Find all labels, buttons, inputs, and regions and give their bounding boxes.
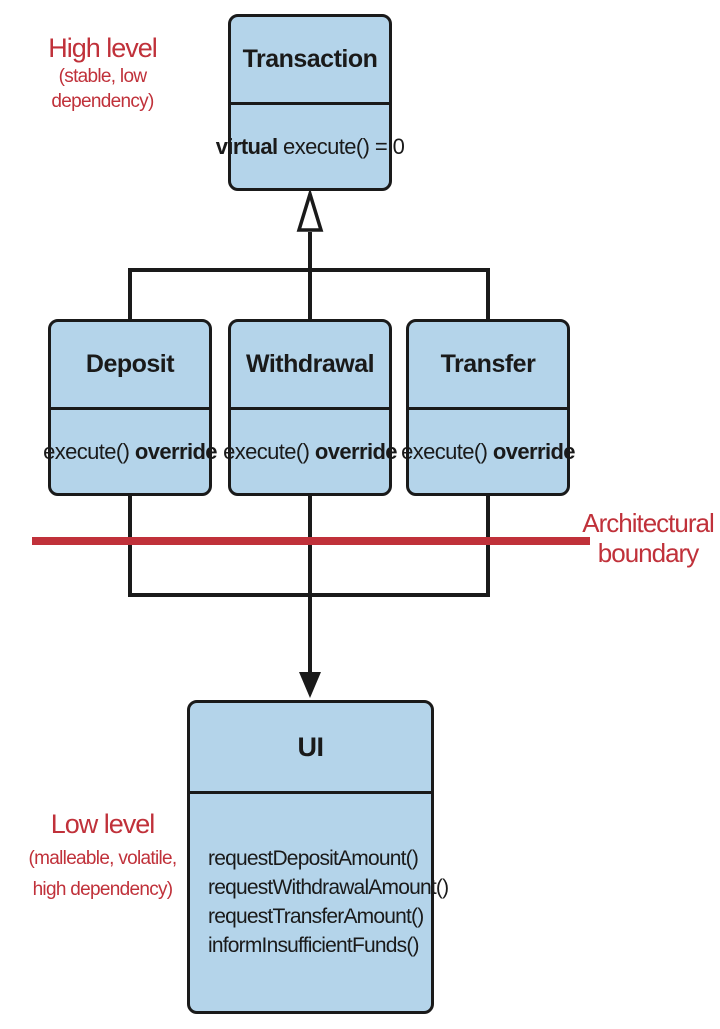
class-transaction-name: Transaction: [231, 17, 389, 105]
low-level-subtitle-1: (malleable, volatile,: [28, 848, 178, 869]
override-keyword: override: [314, 438, 398, 464]
method-inform-insufficient-funds: informInsufficientFunds(): [208, 934, 420, 957]
override-keyword: override: [492, 438, 576, 464]
class-transaction-method: virtual execute() = 0: [216, 105, 405, 188]
deposit-execute-signature: execute(): [43, 438, 135, 464]
inheritance-arrowhead: [296, 188, 324, 232]
class-ui-name: UI: [190, 703, 431, 794]
class-withdrawal-name: Withdrawal: [231, 322, 389, 410]
class-transfer-name: Transfer: [409, 322, 567, 410]
class-ui: UI requestDepositAmount() requestWithdra…: [187, 700, 449, 1014]
transaction-execute-signature: execute() = 0: [277, 133, 405, 159]
transfer-execute-signature: execute(): [401, 438, 493, 464]
high-level-subtitle-2: dependency): [51, 91, 154, 112]
method-request-transfer-amount: requestTransferAmount(): [208, 905, 424, 928]
low-level-subtitle-2: high dependency): [32, 879, 174, 900]
high-level-title: High level: [48, 33, 158, 63]
boundary-label-line-2: boundary: [597, 538, 699, 568]
class-withdrawal: Withdrawal execute() override: [223, 319, 398, 496]
withdrawal-execute-signature: execute(): [223, 438, 315, 464]
method-request-deposit-amount: requestDepositAmount(): [208, 847, 419, 870]
dependency-arrowhead: [299, 672, 321, 698]
low-level-title: Low level: [50, 809, 156, 839]
method-request-withdrawal-amount: requestWithdrawalAmount(): [208, 876, 449, 899]
high-level-subtitle-1: (stable, low: [58, 66, 147, 87]
virtual-keyword: virtual: [215, 133, 278, 159]
architectural-boundary-label: Architectural boundary: [582, 508, 715, 568]
class-transfer: Transfer execute() override: [401, 319, 576, 496]
boundary-label-line-1: Architectural: [582, 508, 715, 538]
low-level-label: Low level (malleable, volatile, high dep…: [20, 808, 185, 902]
class-deposit-name: Deposit: [51, 322, 209, 410]
class-deposit: Deposit execute() override: [43, 319, 218, 496]
class-transfer-method: execute() override: [401, 410, 575, 493]
class-deposit-method: execute() override: [43, 410, 217, 493]
class-ui-method-list: requestDepositAmount() requestWithdrawal…: [190, 794, 449, 1010]
high-level-label: High level (stable, low dependency): [30, 32, 175, 114]
override-keyword: override: [134, 438, 218, 464]
class-withdrawal-method: execute() override: [223, 410, 397, 493]
class-transaction: Transaction virtual execute() = 0: [216, 14, 405, 191]
